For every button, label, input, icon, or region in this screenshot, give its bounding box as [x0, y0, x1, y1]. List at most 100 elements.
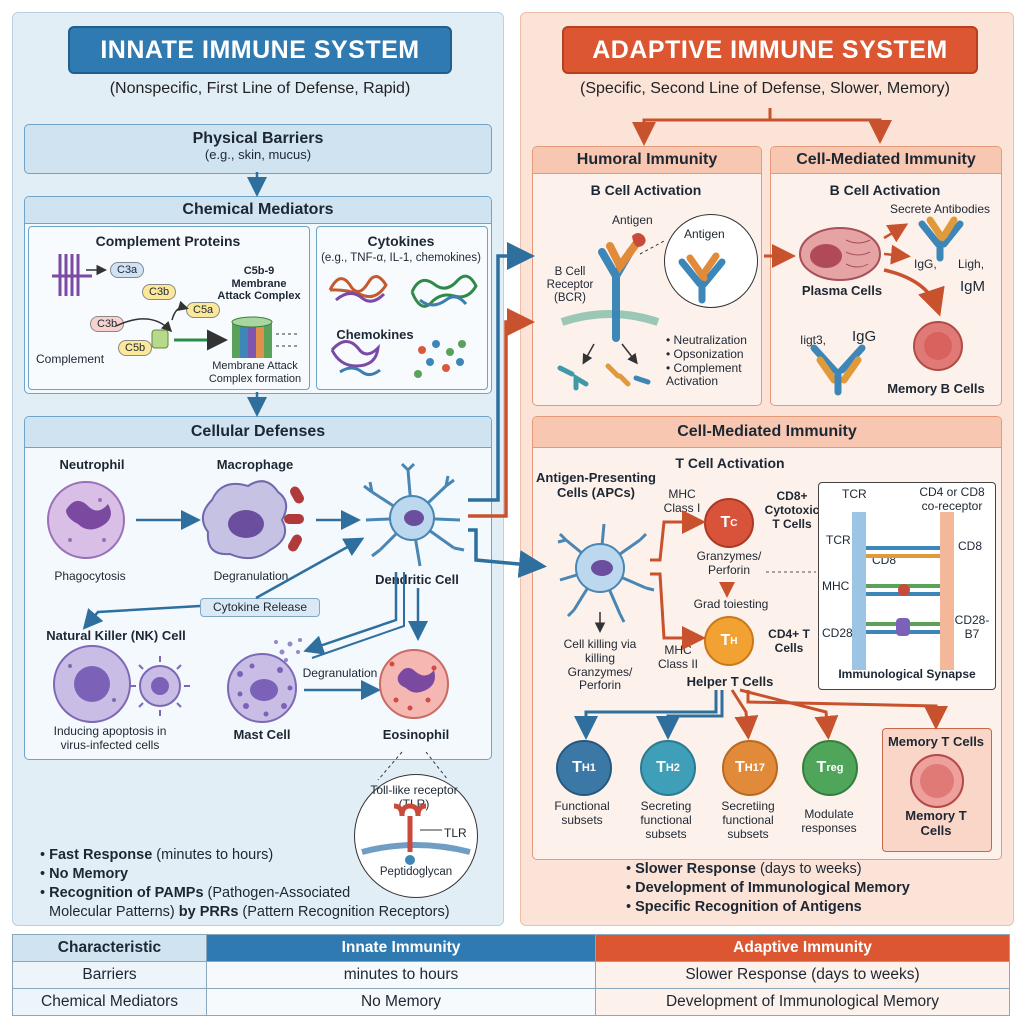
table-cell: Slower Response (days to weeks)	[595, 961, 1010, 989]
cytokine-release-tag: Cytokine Release	[200, 598, 320, 617]
physical-barriers-title: Physical Barriers	[192, 130, 324, 147]
cellmed-title: Cell-Mediated Immunity	[533, 417, 1001, 448]
cytokines-box	[316, 226, 488, 390]
dendritic-cell-label: Dendritic Cell	[375, 572, 459, 587]
mhc1-label: MHC Class I	[663, 487, 701, 515]
macrophage-label: Macrophage	[216, 457, 294, 472]
complement-title: Complement Proteins	[95, 233, 241, 249]
table-cell: Barriers	[12, 961, 207, 989]
antigen-label: Antigen	[612, 213, 653, 227]
innate-title: INNATE IMMUNE SYSTEM	[68, 26, 452, 74]
memory-t-title: Memory T Cells	[887, 734, 985, 749]
c3b-pill-1: C3b	[142, 284, 177, 300]
cytokines-title: Cytokines	[367, 233, 435, 249]
helper-t-label: Helper T Cells	[686, 674, 774, 689]
mac-formation: Membrane Attack Complex formation	[208, 360, 302, 385]
physical-barriers-sub: (e.g., skin, mucus)	[204, 147, 312, 162]
grad-label: Grad toiesting	[693, 597, 769, 611]
cd8-label: CD8+ Cytotoxic T Cells	[764, 489, 820, 531]
c5b-pill: C5b	[118, 340, 153, 356]
adaptive-title: ADAPTIVE IMMUNE SYSTEM	[562, 26, 978, 74]
c3a-pill: C3a	[110, 262, 145, 278]
humoral-title: Humoral Immunity	[533, 147, 761, 174]
mast-cell-label: Mast Cell	[233, 727, 291, 742]
treg-desc: Modulate responses	[801, 807, 857, 835]
synapse-cd28: CD28	[822, 626, 853, 640]
antigen-inset-label: Antigen	[684, 227, 725, 241]
synapse-title: Immunological Synapse	[838, 667, 976, 681]
cd4-label: CD4+ T Cells	[768, 627, 810, 655]
th1-desc: Functional subsets	[554, 799, 610, 827]
table-header-innate: Innate Immunity	[206, 934, 596, 962]
degranulation-label-2: Degranulation	[302, 666, 378, 680]
nk-desc: Inducing apoptosis in virus-infected cel…	[53, 724, 167, 752]
table-cell: Development of Immunological Memory	[595, 988, 1010, 1016]
tlr-title: Toll-like receptor (TLR)	[370, 783, 458, 811]
apc-label: Antigen-Presenting Cells (APCs)	[536, 470, 656, 500]
cellmed-top-title: Cell-Mediated Immunity	[771, 147, 1001, 174]
mac-title: C5b-9 Membrane Attack Complex	[217, 265, 301, 303]
chemical-mediators-title: Chemical Mediators	[25, 197, 491, 224]
humoral-effects: • Neutralization • Opsonization • Comple…	[666, 333, 758, 389]
bcr-label: B Cell Receptor (BCR)	[546, 266, 594, 305]
tlr-label: TLR	[444, 826, 467, 840]
igm-label: IgM	[960, 278, 986, 295]
memory-b-label: Memory B Cells	[887, 381, 985, 396]
complement-box	[28, 226, 310, 390]
t-cell-activation: T Cell Activation	[675, 455, 785, 471]
mhc2-label: MHC Class II	[657, 643, 698, 671]
plasma-cells-label: Plasma Cells	[801, 283, 883, 298]
synapse-coreceptor: CD4 or CD8 co-receptor	[919, 485, 985, 513]
c5a-pill: C5a	[186, 302, 221, 318]
table-header-characteristic: Characteristic	[12, 934, 207, 962]
synapse-cd28b7: CD28- B7	[954, 613, 990, 641]
synapse-cd8: CD8	[958, 539, 983, 553]
complement-label: Complement	[36, 352, 105, 366]
synapse-tcr-top: TCR	[842, 487, 867, 501]
effect-complement: • Complement Activation	[666, 360, 742, 389]
iigt3-label: Iigt3,	[800, 333, 827, 347]
humoral-activation: B Cell Activation	[590, 182, 702, 198]
adaptive-bullets: • Slower Response (days to weeks) • Deve…	[626, 860, 996, 917]
innate-bullet-1: • Fast Response (minutes to hours)	[40, 847, 274, 863]
peptidoglycan-label: Peptidoglycan	[379, 866, 453, 878]
igg-label: IgG	[852, 328, 877, 345]
synapse-tcr: TCR	[826, 533, 851, 547]
table-cell: No Memory	[206, 988, 596, 1016]
degranulation-label: Degranulation	[213, 569, 289, 583]
igg-small-label: IgG,	[914, 257, 937, 271]
cell-killing-label: Cell killing via killing Granzymes/ Perf…	[563, 637, 637, 693]
table-header-row: Characteristic Innate Immunity Adaptive …	[12, 934, 1010, 962]
adaptive-bullet-2: • Development of Immunological Memory	[626, 880, 910, 896]
c3b-pill-2: C3b	[90, 316, 125, 332]
cytokines-sub: (e.g., TNF-α, IL-1, chemokines)	[321, 252, 481, 264]
table-cell: Chemical Mediators	[12, 988, 207, 1016]
innate-subtitle: (Nonspecific, First Line of Defense, Rap…	[109, 80, 411, 97]
nk-cell-label: Natural Killer (NK) Cell	[46, 628, 186, 643]
effect-opsonization: • Opsonization	[666, 346, 744, 361]
comparison-table: Characteristic Innate Immunity Adaptive …	[12, 934, 1010, 1016]
table-cell: minutes to hours	[206, 961, 596, 989]
memory-t-label: Memory T Cells	[905, 808, 967, 838]
chemokines-label: Chemokines	[336, 327, 414, 342]
table-row: Chemical Mediators No Memory Development…	[12, 988, 1010, 1016]
memory-t-cell-icon	[910, 754, 964, 808]
cellular-defenses-title: Cellular Defenses	[25, 417, 491, 448]
cellmed-top-activation: B Cell Activation	[829, 182, 941, 198]
granzymes-label: Granzymes/ Perforin	[696, 549, 762, 577]
adaptive-bullet-1: • Slower Response (days to weeks)	[626, 861, 862, 877]
physical-barriers-box: Physical Barriers (e.g., skin, mucus)	[24, 124, 492, 174]
secrete-antibodies: Secrete Antibodies	[889, 202, 991, 216]
synapse-mhc: MHC	[822, 579, 850, 593]
neutrophil-label: Neutrophil	[59, 457, 125, 472]
phagocytosis-label: Phagocytosis	[54, 569, 126, 583]
th2-desc: Secreting functional subsets	[640, 799, 692, 841]
ligh-label: Ligh,	[958, 257, 985, 271]
effect-neutralization: • Neutralization	[666, 333, 747, 347]
innate-bullets: • Fast Response (minutes to hours) • No …	[40, 846, 460, 922]
